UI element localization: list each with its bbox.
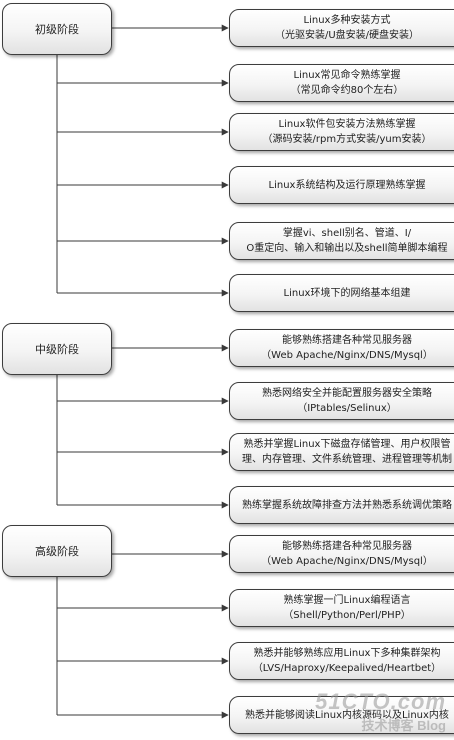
- skill-node: 熟悉网络安全并能配置服务器安全策略 （IPtables/Selinux）: [229, 382, 454, 420]
- skill-node: Linux软件包安装方法熟练掌握 （源码安装/rpm方式安装/yum安装）: [229, 113, 454, 151]
- skill-node: 熟练掌握系统故障排查方法并熟悉系统调优策略: [229, 486, 454, 524]
- skill-text-line: （光驱安装/U盘安装/硬盘安装）: [274, 30, 420, 41]
- skill-text-line: Linux软件包安装方法熟练掌握: [278, 119, 416, 130]
- skill-text-line: 熟悉并能够熟练应用Linux下多种集群架构: [253, 648, 441, 659]
- skill-text-line: （IPtables/Selinux）: [297, 403, 397, 414]
- skill-node: 熟悉并掌握Linux下磁盘存储管理、用户权限管理、内存管理、文件系统管理、进程管…: [229, 433, 454, 471]
- skill-text-line: Linux环境下的网络基本组建: [283, 287, 411, 299]
- skill-text-line: （LVS/Haproxy/Keepalived/Heartbet）: [252, 663, 442, 674]
- skill-text-line: （源码安装/rpm方式安装/yum安装）: [262, 134, 432, 145]
- skill-node: Linux系统结构及运行原理熟练掌握: [229, 166, 454, 204]
- skill-text-line: 熟悉网络安全并能配置服务器安全策略: [262, 388, 432, 399]
- skill-node: 能够熟练搭建各种常见服务器 （Web Apache/Nginx/DNS/Mysql…: [229, 329, 454, 367]
- skill-node: Linux多种安装方式 （光驱安装/U盘安装/硬盘安装）: [229, 9, 454, 47]
- skill-text-line: 熟练掌握一门Linux编程语言: [283, 595, 411, 606]
- skill-text-line: 能够熟练搭建各种常见服务器: [282, 335, 412, 346]
- skill-text-line: （Web Apache/Nginx/DNS/Mysql）: [261, 350, 433, 361]
- skill-text-line: 理、内存管理、文件系统管理、进程管理等机制: [242, 454, 452, 465]
- skill-text-line: （Shell/Python/Perl/PHP）: [283, 610, 411, 621]
- skill-text-line: 能够熟练搭建各种常见服务器: [282, 541, 412, 552]
- skill-node: 熟悉并能够阅读Linux内核源码以及Linux内核: [229, 696, 454, 734]
- skill-text-line: （Web Apache/Nginx/DNS/Mysql）: [261, 556, 433, 567]
- skill-node: 熟练掌握一门Linux编程语言 （Shell/Python/Perl/PHP）: [229, 589, 454, 627]
- stage-label: 高级阶段: [35, 544, 79, 558]
- stage-label: 初级阶段: [35, 22, 79, 36]
- skill-text-line: 掌握vi、shell别名、管道、I/: [282, 228, 412, 239]
- stage-label: 中级阶段: [35, 342, 79, 356]
- skill-node: Linux常见命令熟练掌握 （常见命令约80个左右）: [229, 64, 454, 102]
- skill-text-line: 熟悉并掌握Linux下磁盘存储管理、用户权限管: [243, 439, 451, 450]
- skill-node: 熟悉并能够熟练应用Linux下多种集群架构 （LVS/Haproxy/Keepal…: [229, 642, 454, 680]
- skill-text-line: Linux系统结构及运行原理熟练掌握: [268, 179, 426, 191]
- skill-node: 能够熟练搭建各种常见服务器 （Web Apache/Nginx/DNS/Mysql…: [229, 535, 454, 573]
- skill-text-line: O重定向、输入和输出以及shell简单脚本编程: [246, 243, 448, 254]
- skill-text-line: 熟练掌握系统故障排查方法并熟悉系统调优策略: [242, 499, 452, 511]
- skill-text-line: Linux常见命令熟练掌握: [293, 70, 401, 81]
- skill-text-line: Linux多种安装方式: [303, 15, 391, 26]
- skill-node: Linux环境下的网络基本组建: [229, 274, 454, 312]
- stage-node: 高级阶段: [2, 525, 112, 577]
- connectors: [56, 24, 229, 719]
- skill-text-line: 熟悉并能够阅读Linux内核源码以及Linux内核: [245, 709, 449, 721]
- stage-node: 初级阶段: [2, 3, 112, 55]
- stage-node: 中级阶段: [2, 323, 112, 375]
- skill-node: 掌握vi、shell别名、管道、I/O重定向、输入和输出以及shell简单脚本编…: [229, 222, 454, 260]
- skill-text-line: （常见命令约80个左右）: [290, 85, 404, 96]
